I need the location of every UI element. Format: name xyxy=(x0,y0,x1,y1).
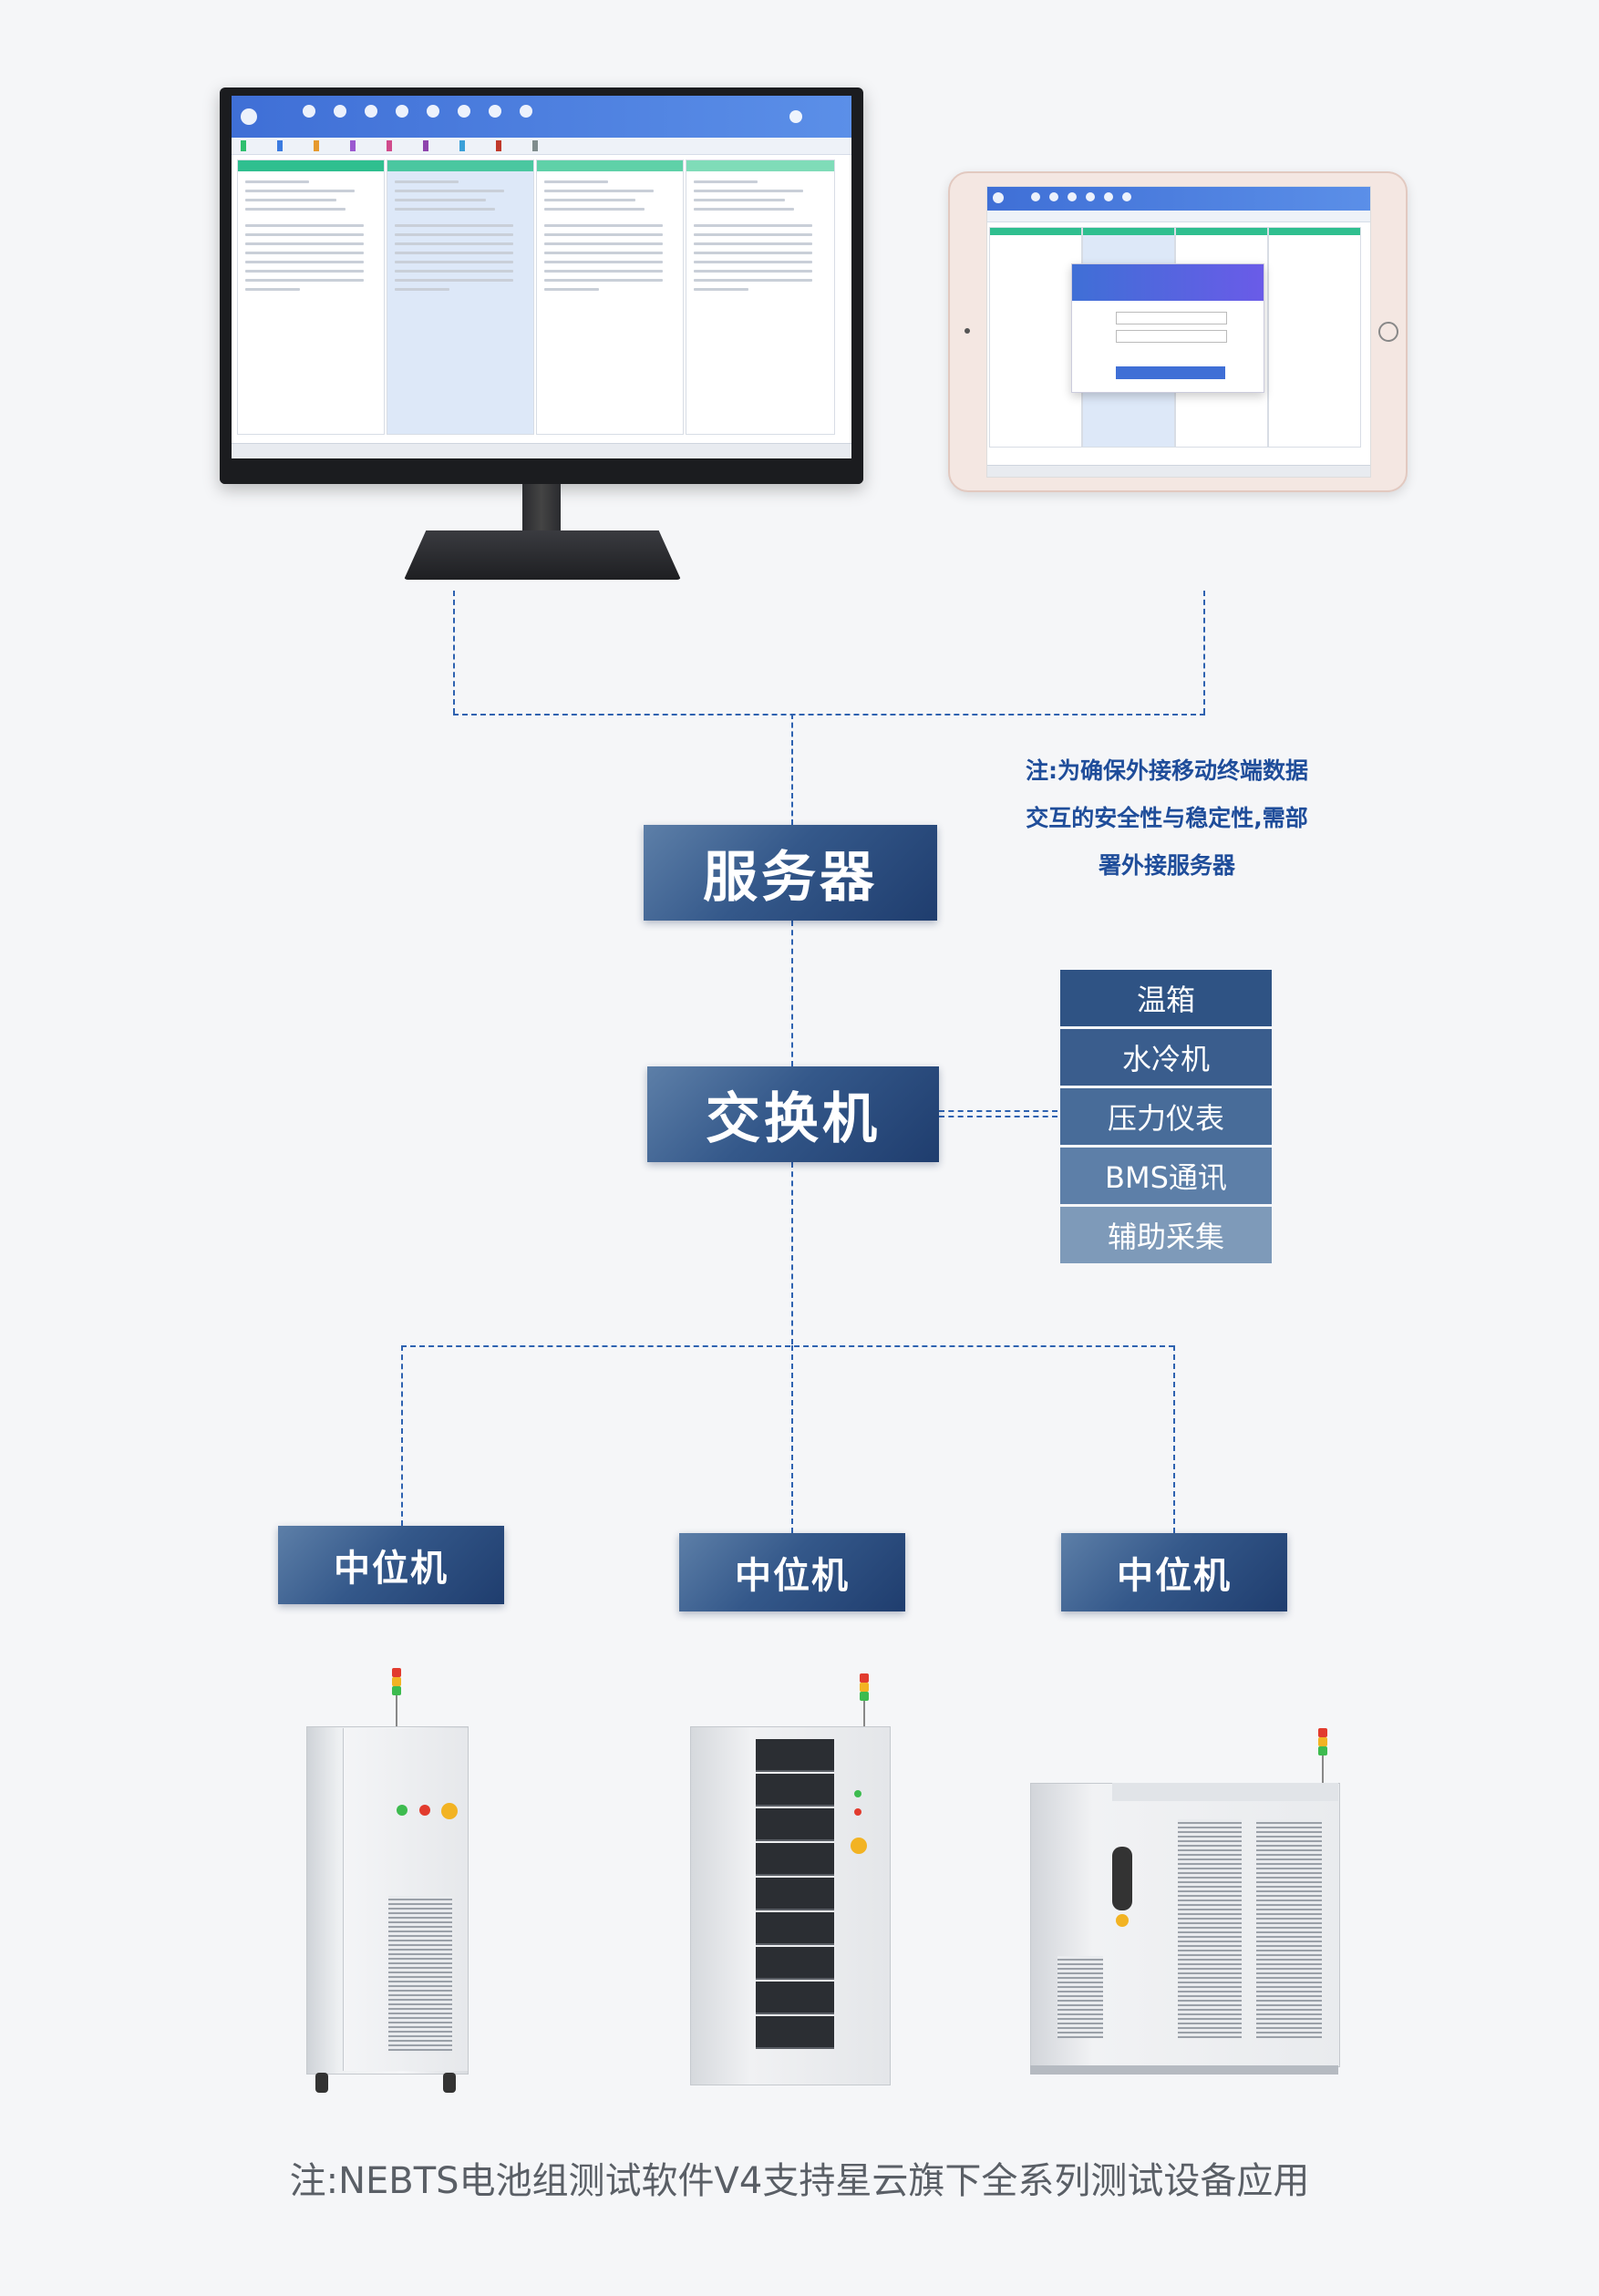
tablet-home-button-icon xyxy=(1378,322,1398,342)
channel-panel xyxy=(387,160,534,435)
device-item: 温箱 xyxy=(1060,970,1272,1026)
toolbar-icon xyxy=(396,105,408,118)
toolbar-icon xyxy=(520,105,532,118)
connector-tablet xyxy=(1203,591,1205,714)
device-item: 水冷机 xyxy=(1060,1029,1272,1086)
connector-top-bus xyxy=(453,714,1205,716)
connector-midlevel-1 xyxy=(401,1345,403,1526)
connector-monitor xyxy=(453,591,455,714)
toolbar-icon xyxy=(427,105,439,118)
connector-to-server xyxy=(791,714,793,825)
device-item: 辅助采集 xyxy=(1060,1207,1272,1263)
server-box: 服务器 xyxy=(644,825,937,921)
footer-note: 注:NEBTS电池组测试软件V4支持星云旗下全系列测试设备应用 xyxy=(289,2160,1310,2202)
device-item: BMS通讯 xyxy=(1060,1148,1272,1204)
toolbar-icon xyxy=(489,105,501,118)
connector-midlevel-3 xyxy=(1173,1345,1175,1533)
app-filterbar xyxy=(232,138,851,155)
connector-switch-devices xyxy=(939,1110,1057,1112)
server-note: 注:为确保外接移动终端数据 交互的安全性与稳定性,需部 署外接服务器 xyxy=(1003,747,1331,890)
midlevel-box: 中位机 xyxy=(679,1533,905,1611)
app-logo-icon xyxy=(993,192,1004,203)
app-titlebar xyxy=(232,96,851,138)
channel-panel xyxy=(686,160,835,435)
toolbar-icon xyxy=(458,105,470,118)
midlevel-box: 中位机 xyxy=(278,1526,504,1604)
note-line: 注:为确保外接移动终端数据 xyxy=(1026,757,1308,784)
toolbar-icon xyxy=(365,105,377,118)
channel-panel xyxy=(237,160,385,435)
peripheral-device-list: 温箱 水冷机 压力仪表 BMS通讯 辅助采集 xyxy=(1060,970,1272,1266)
tablet-camera xyxy=(965,328,970,334)
connector-bottom-bus xyxy=(401,1345,1174,1347)
os-taskbar xyxy=(232,443,851,458)
note-line: 交互的安全性与稳定性,需部 xyxy=(1026,805,1308,831)
monitor-stand-base xyxy=(404,530,681,580)
tablet-screen xyxy=(986,186,1371,478)
user-avatar-icon xyxy=(789,110,802,123)
test-cabinet-2 xyxy=(690,1673,892,2093)
login-dialog xyxy=(1071,263,1264,393)
toolbar-icon xyxy=(303,105,315,118)
connector-server-switch xyxy=(791,921,793,1066)
toolbar-icon xyxy=(334,105,346,118)
login-button[interactable] xyxy=(1116,366,1225,379)
connector-midlevel-2 xyxy=(791,1345,793,1533)
test-cabinet-1 xyxy=(306,1668,470,2096)
app-logo-icon xyxy=(241,108,257,125)
tablet-device xyxy=(948,171,1408,492)
midlevel-box: 中位机 xyxy=(1061,1533,1287,1611)
switch-box: 交换机 xyxy=(647,1066,939,1162)
channel-panel xyxy=(536,160,684,435)
test-cabinet-3 xyxy=(1030,1728,1340,2078)
device-item: 压力仪表 xyxy=(1060,1088,1272,1145)
desktop-monitor xyxy=(220,88,863,484)
connector-switch-down xyxy=(791,1162,793,1344)
note-line: 署外接服务器 xyxy=(1098,852,1235,879)
monitor-screen xyxy=(232,96,851,458)
